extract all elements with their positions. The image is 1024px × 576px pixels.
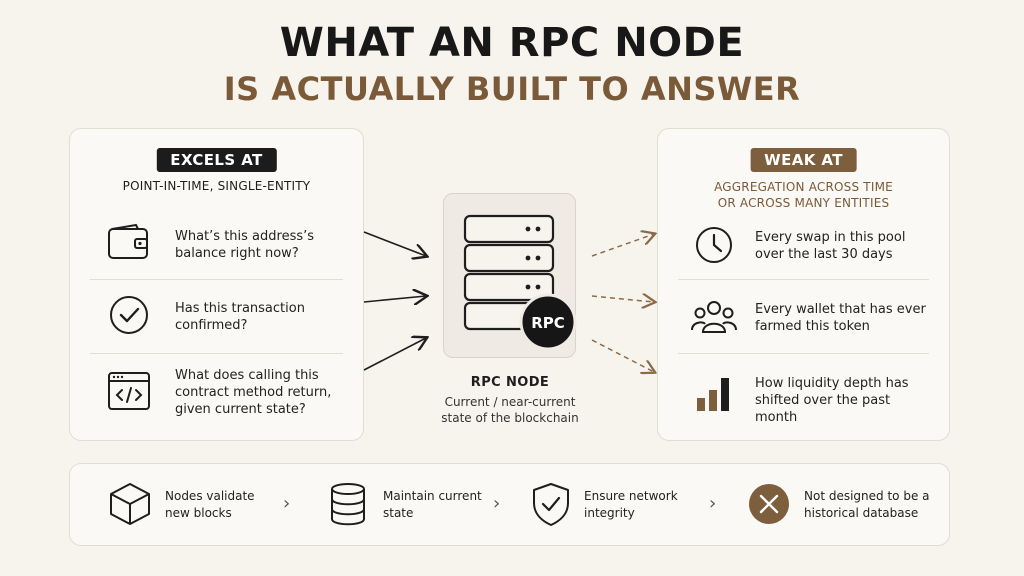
x-circle-icon — [745, 480, 793, 528]
weak-at-panel: WEAK AT AGGREGATION ACROSS TIME OR ACROS… — [657, 128, 950, 441]
dashed-arrow-2 — [591, 296, 654, 302]
step-text: Not designed to be a historical database — [804, 489, 930, 520]
cube-icon — [106, 480, 154, 528]
list-item-text: Has this transaction confirmed? — [175, 301, 305, 333]
chevron-right-icon: › — [493, 493, 501, 514]
rpc-badge — [519, 293, 577, 351]
list-item-text: How liquidity depth has shifted over the… — [755, 376, 909, 425]
list-item: How liquidity depth has shifted over the… — [658, 361, 949, 429]
divider — [678, 353, 929, 354]
clock-icon — [690, 221, 738, 269]
list-item-text: Every wallet that has ever farmed this t… — [755, 302, 926, 334]
weak-at-badge: WEAK AT — [750, 148, 857, 172]
list-item: What does calling this contract method r… — [70, 361, 363, 429]
code-window-icon — [105, 367, 153, 415]
users-icon — [690, 293, 738, 341]
step-text: Nodes validate new blocks — [165, 489, 255, 520]
chevron-right-icon: › — [709, 493, 717, 514]
database-icon — [324, 480, 372, 528]
title-line-2: IS ACTUALLY BUILT TO ANSWER — [223, 70, 801, 108]
weak-at-subtitle: AGGREGATION ACROSS TIME OR ACROSS MANY E… — [658, 179, 949, 211]
bar-chart-icon — [690, 369, 738, 417]
arrow-2 — [363, 296, 426, 302]
excels-at-panel: EXCELS AT POINT-IN-TIME, SINGLE-ENTITY W… — [69, 128, 364, 441]
step-text: Maintain current state — [383, 489, 482, 520]
list-item: What’s this address’s balance right now? — [70, 215, 363, 283]
chevron-right-icon: › — [283, 493, 291, 514]
weak-at-subtitle-text: AGGREGATION ACROSS TIME OR ACROSS MANY E… — [714, 180, 893, 210]
rpc-node-title: RPC NODE — [470, 375, 550, 390]
arrow-3 — [363, 338, 426, 371]
arrow-1 — [363, 231, 426, 256]
rpc-node-card: RPC — [443, 193, 577, 358]
divider — [90, 279, 343, 280]
server-stack-icon — [463, 214, 577, 351]
excels-at-badge: EXCELS AT — [156, 148, 277, 172]
rpc-badge-label: RPC — [531, 314, 565, 332]
output-arrows — [591, 222, 663, 382]
rpc-node-description: Current / near-current state of the bloc… — [400, 394, 620, 426]
list-item: Every swap in this pool over the last 30… — [658, 213, 949, 281]
input-arrows — [363, 231, 440, 371]
wallet-icon — [105, 219, 153, 267]
shield-check-icon — [527, 480, 575, 528]
rpc-node-description-text: Current / near-current state of the bloc… — [441, 395, 579, 425]
list-item: Has this transaction confirmed? — [70, 287, 363, 355]
check-circle-icon — [105, 291, 153, 339]
list-item: Every wallet that has ever farmed this t… — [658, 287, 949, 355]
list-item-text: What does calling this contract method r… — [175, 368, 332, 417]
list-item-text: Every swap in this pool over the last 30… — [755, 230, 906, 262]
dashed-arrow-1 — [591, 234, 654, 257]
bottom-process-bar — [69, 463, 950, 546]
step-text: Ensure network integrity — [584, 489, 678, 520]
title-line-1: WHAT AN RPC NODE — [279, 20, 745, 66]
excels-at-subtitle: POINT-IN-TIME, SINGLE-ENTITY — [122, 179, 311, 193]
divider — [678, 279, 929, 280]
divider — [90, 353, 343, 354]
dashed-arrow-3 — [591, 339, 654, 372]
list-item-text: What’s this address’s balance right now? — [175, 229, 315, 261]
